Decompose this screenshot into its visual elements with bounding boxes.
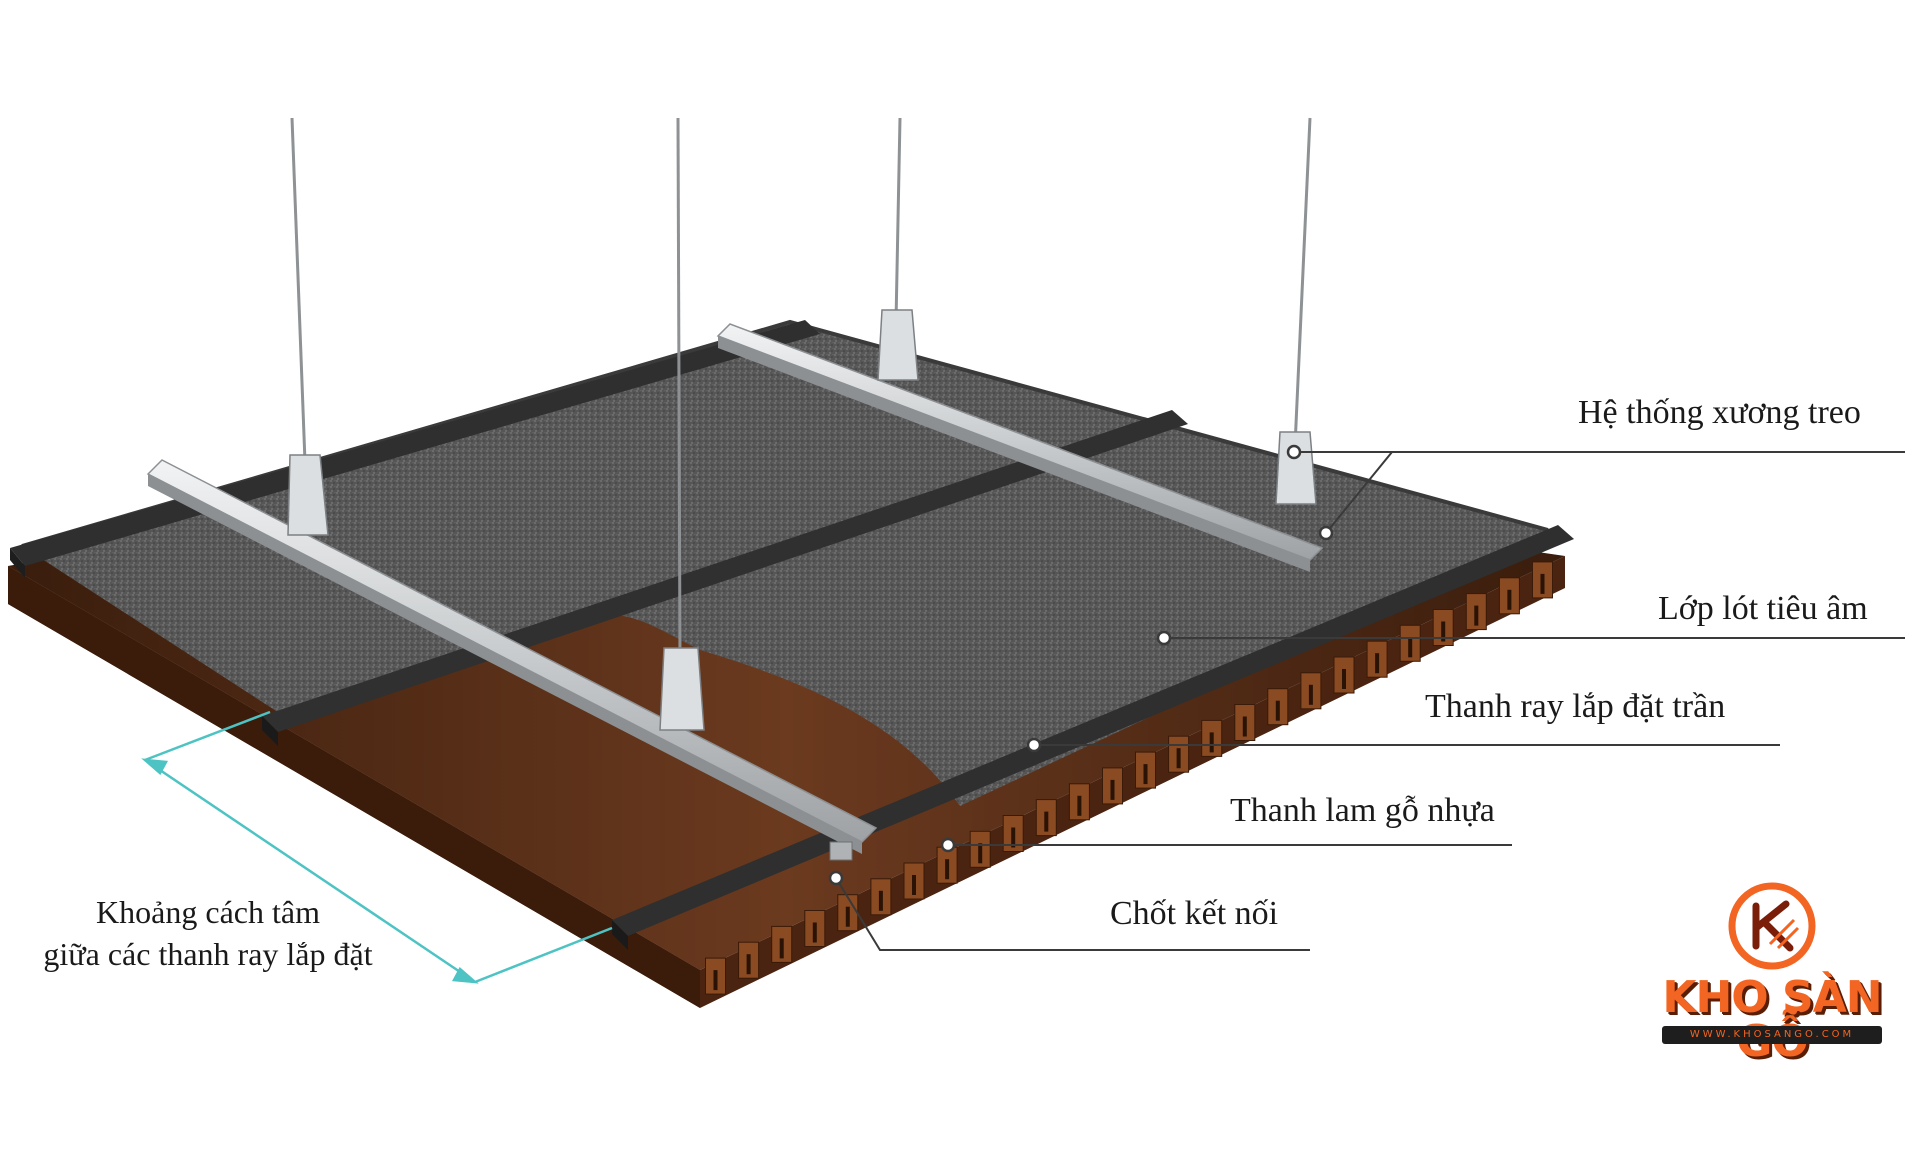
label-acoustic-underlay: Lớp lót tiêu âm (1658, 590, 1868, 627)
callout-markers (828, 444, 1334, 886)
logo-wordmark: KHO SÀN GỖ (1662, 972, 1882, 1064)
label-wood-plastic-louver: Thanh lam gỗ nhựa (1230, 792, 1495, 829)
connector-pin (829, 841, 853, 861)
hanger-wires (290, 117, 1312, 661)
callout-leaders (835, 451, 1905, 951)
label-rail-spacing-line2: giữa các thanh ray lắp đặt (43, 935, 373, 972)
label-suspension-system: Hệ thống xương treo (1578, 394, 1861, 431)
logo-k-icon (1728, 882, 1816, 970)
label-ceiling-rail: Thanh ray lắp đặt trần (1425, 688, 1726, 725)
suspension-runners (146, 323, 1324, 854)
louver-slats (705, 561, 1553, 995)
label-rail-spacing: Khoảng cách tâm giữa các thanh ray lắp đ… (18, 892, 398, 975)
label-rail-spacing-line1: Khoảng cách tâm (96, 894, 320, 930)
spacing-dimension (141, 710, 613, 984)
brand-logo: KHO SÀN GỖ WWW.KHOSANGO.COM (1652, 880, 1892, 1065)
hanger-clips (287, 309, 1317, 731)
logo-url: WWW.KHOSANGO.COM (1689, 1029, 1855, 1040)
logo-url-bar (1662, 1026, 1882, 1044)
label-connector-pin: Chốt kết nối (1110, 895, 1279, 932)
